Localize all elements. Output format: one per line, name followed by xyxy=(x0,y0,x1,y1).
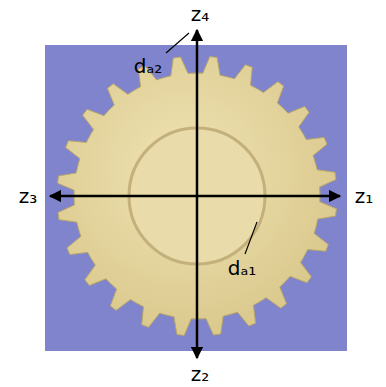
horizontal-arrow xyxy=(50,195,340,198)
direction-label: z₁ xyxy=(355,185,374,207)
direction-label: z₃ xyxy=(19,185,38,207)
direction-label: z₂ xyxy=(191,363,210,385)
leader-line xyxy=(245,222,257,254)
vertical-arrow xyxy=(196,30,199,358)
diameter-label: dₐ₁ xyxy=(228,257,257,279)
diameter-label: dₐ₂ xyxy=(134,55,163,77)
direction-label: z₄ xyxy=(191,3,210,25)
leader-line xyxy=(166,33,189,53)
